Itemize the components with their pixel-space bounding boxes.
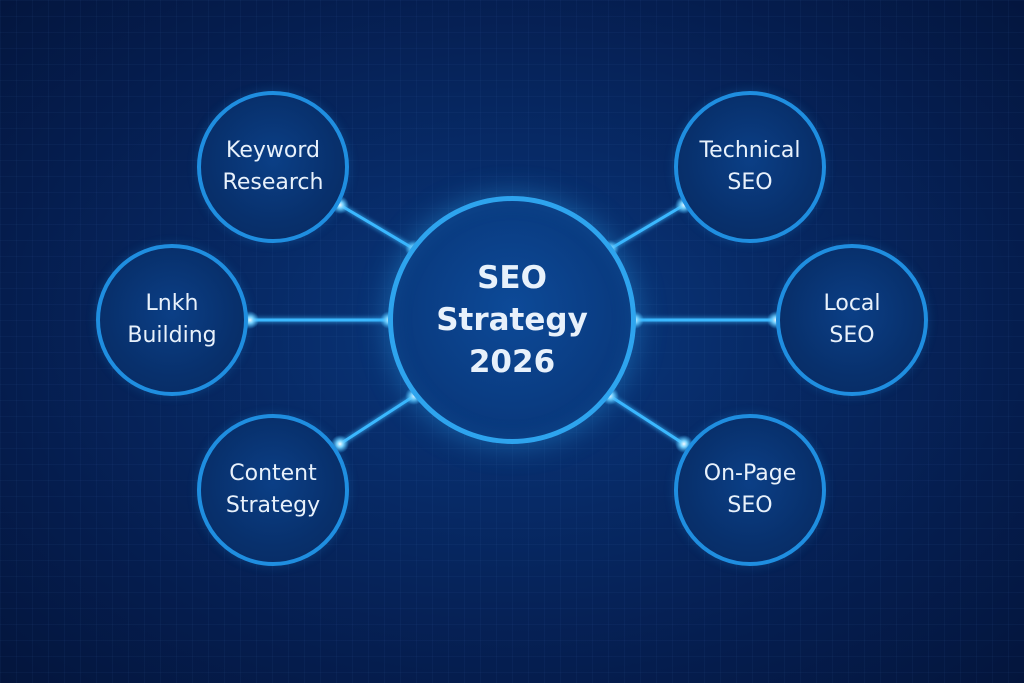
center-node-seo-strategy: SEO Strategy 2026 <box>388 196 636 444</box>
node-label-line: Lnkh <box>145 291 199 316</box>
node-technical-seo: Technical SEO <box>674 91 826 243</box>
node-label-line: SEO <box>727 493 773 518</box>
connector-technical-seo <box>609 203 685 251</box>
node-label-line: Building <box>127 323 217 348</box>
center-line-1: SEO <box>477 260 547 296</box>
node-label-line: Technical <box>699 138 801 163</box>
node-keyword-research: Keyword Research <box>197 91 349 243</box>
node-label-line: Research <box>222 170 324 195</box>
node-label-line: SEO <box>829 323 875 348</box>
center-line-3: 2026 <box>468 344 556 380</box>
node-on-page-seo: On-Page SEO <box>674 414 826 566</box>
node-label-line: Keyword <box>226 138 320 163</box>
center-line-2: Strategy <box>436 302 588 338</box>
node-label-line: Content <box>229 461 317 486</box>
node-label-line: Local <box>823 291 881 316</box>
node-link-building: Lnkh Building <box>96 244 248 396</box>
connector-on-page-seo <box>609 394 685 446</box>
node-label-line: SEO <box>727 170 773 195</box>
node-local-seo: Local SEO <box>776 244 928 396</box>
node-label-line: On-Page <box>703 461 797 486</box>
node-content-strategy: Content Strategy <box>197 414 349 566</box>
node-label-line: Strategy <box>225 493 321 518</box>
connector-keyword-research <box>339 203 415 251</box>
connector-content-strategy <box>339 394 415 446</box>
